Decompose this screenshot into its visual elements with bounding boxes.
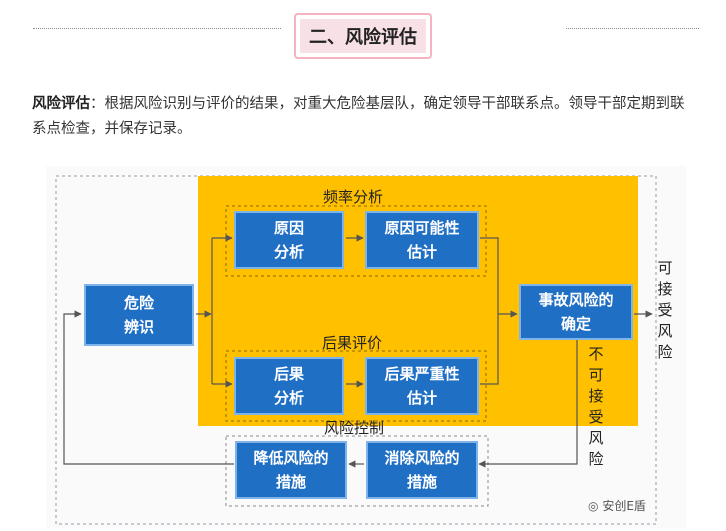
watermark-text: 安创E盾 [602, 499, 646, 513]
unacceptable-risk-label: 不可接受风险 [588, 345, 604, 468]
frequency-analysis-label: 频率分析 [323, 188, 384, 206]
reduce-risk-box: 降低风险的 措施 [235, 441, 347, 499]
watermark: ◎ 安创E盾 [588, 497, 646, 514]
right-divider [566, 28, 699, 29]
hazard-identification-box: 危险 辨识 [84, 284, 194, 346]
left-divider [33, 28, 281, 29]
feedback-loop [63, 310, 234, 465]
consequence-evaluation-label: 后果评价 [322, 334, 383, 352]
intro-paragraph: 风险评估：根据风险识别与评价的结果，对重大危险基层队，确定领导干部联系点。领导干… [32, 92, 697, 142]
acceptable-risk-label: 可接受风险 [657, 259, 673, 361]
intro-term: 风险评估 [32, 96, 90, 112]
severity-estimation-box: 后果严重性 估计 [365, 357, 479, 415]
risk-determination-box: 事故风险的 确定 [519, 284, 633, 340]
risk-control-label: 风险控制 [324, 419, 385, 437]
section-title: 二、风险评估 [300, 19, 426, 53]
intro-text: ：根据风险识别与评价的结果，对重大危险基层队，确定领导干部联系点。领导干部定期到… [32, 96, 685, 137]
control-group-frame [225, 435, 489, 507]
arrow-unacceptable [478, 340, 578, 468]
consequence-analysis-box: 后果 分析 [234, 357, 344, 415]
section-title-frame: 二、风险评估 [294, 13, 432, 59]
wechat-icon: ◎ [588, 499, 599, 513]
cause-probability-box: 原因可能性 估计 [365, 211, 479, 269]
cause-analysis-box: 原因 分析 [234, 211, 344, 269]
merge-line [480, 237, 499, 385]
risk-assessment-diagram: 频率分析 后果评价 风险控制 危险 辨识 原因 分析 原因可能性 估计 后果 分… [46, 166, 686, 528]
eliminate-risk-box: 消除风险的 措施 [366, 441, 478, 499]
